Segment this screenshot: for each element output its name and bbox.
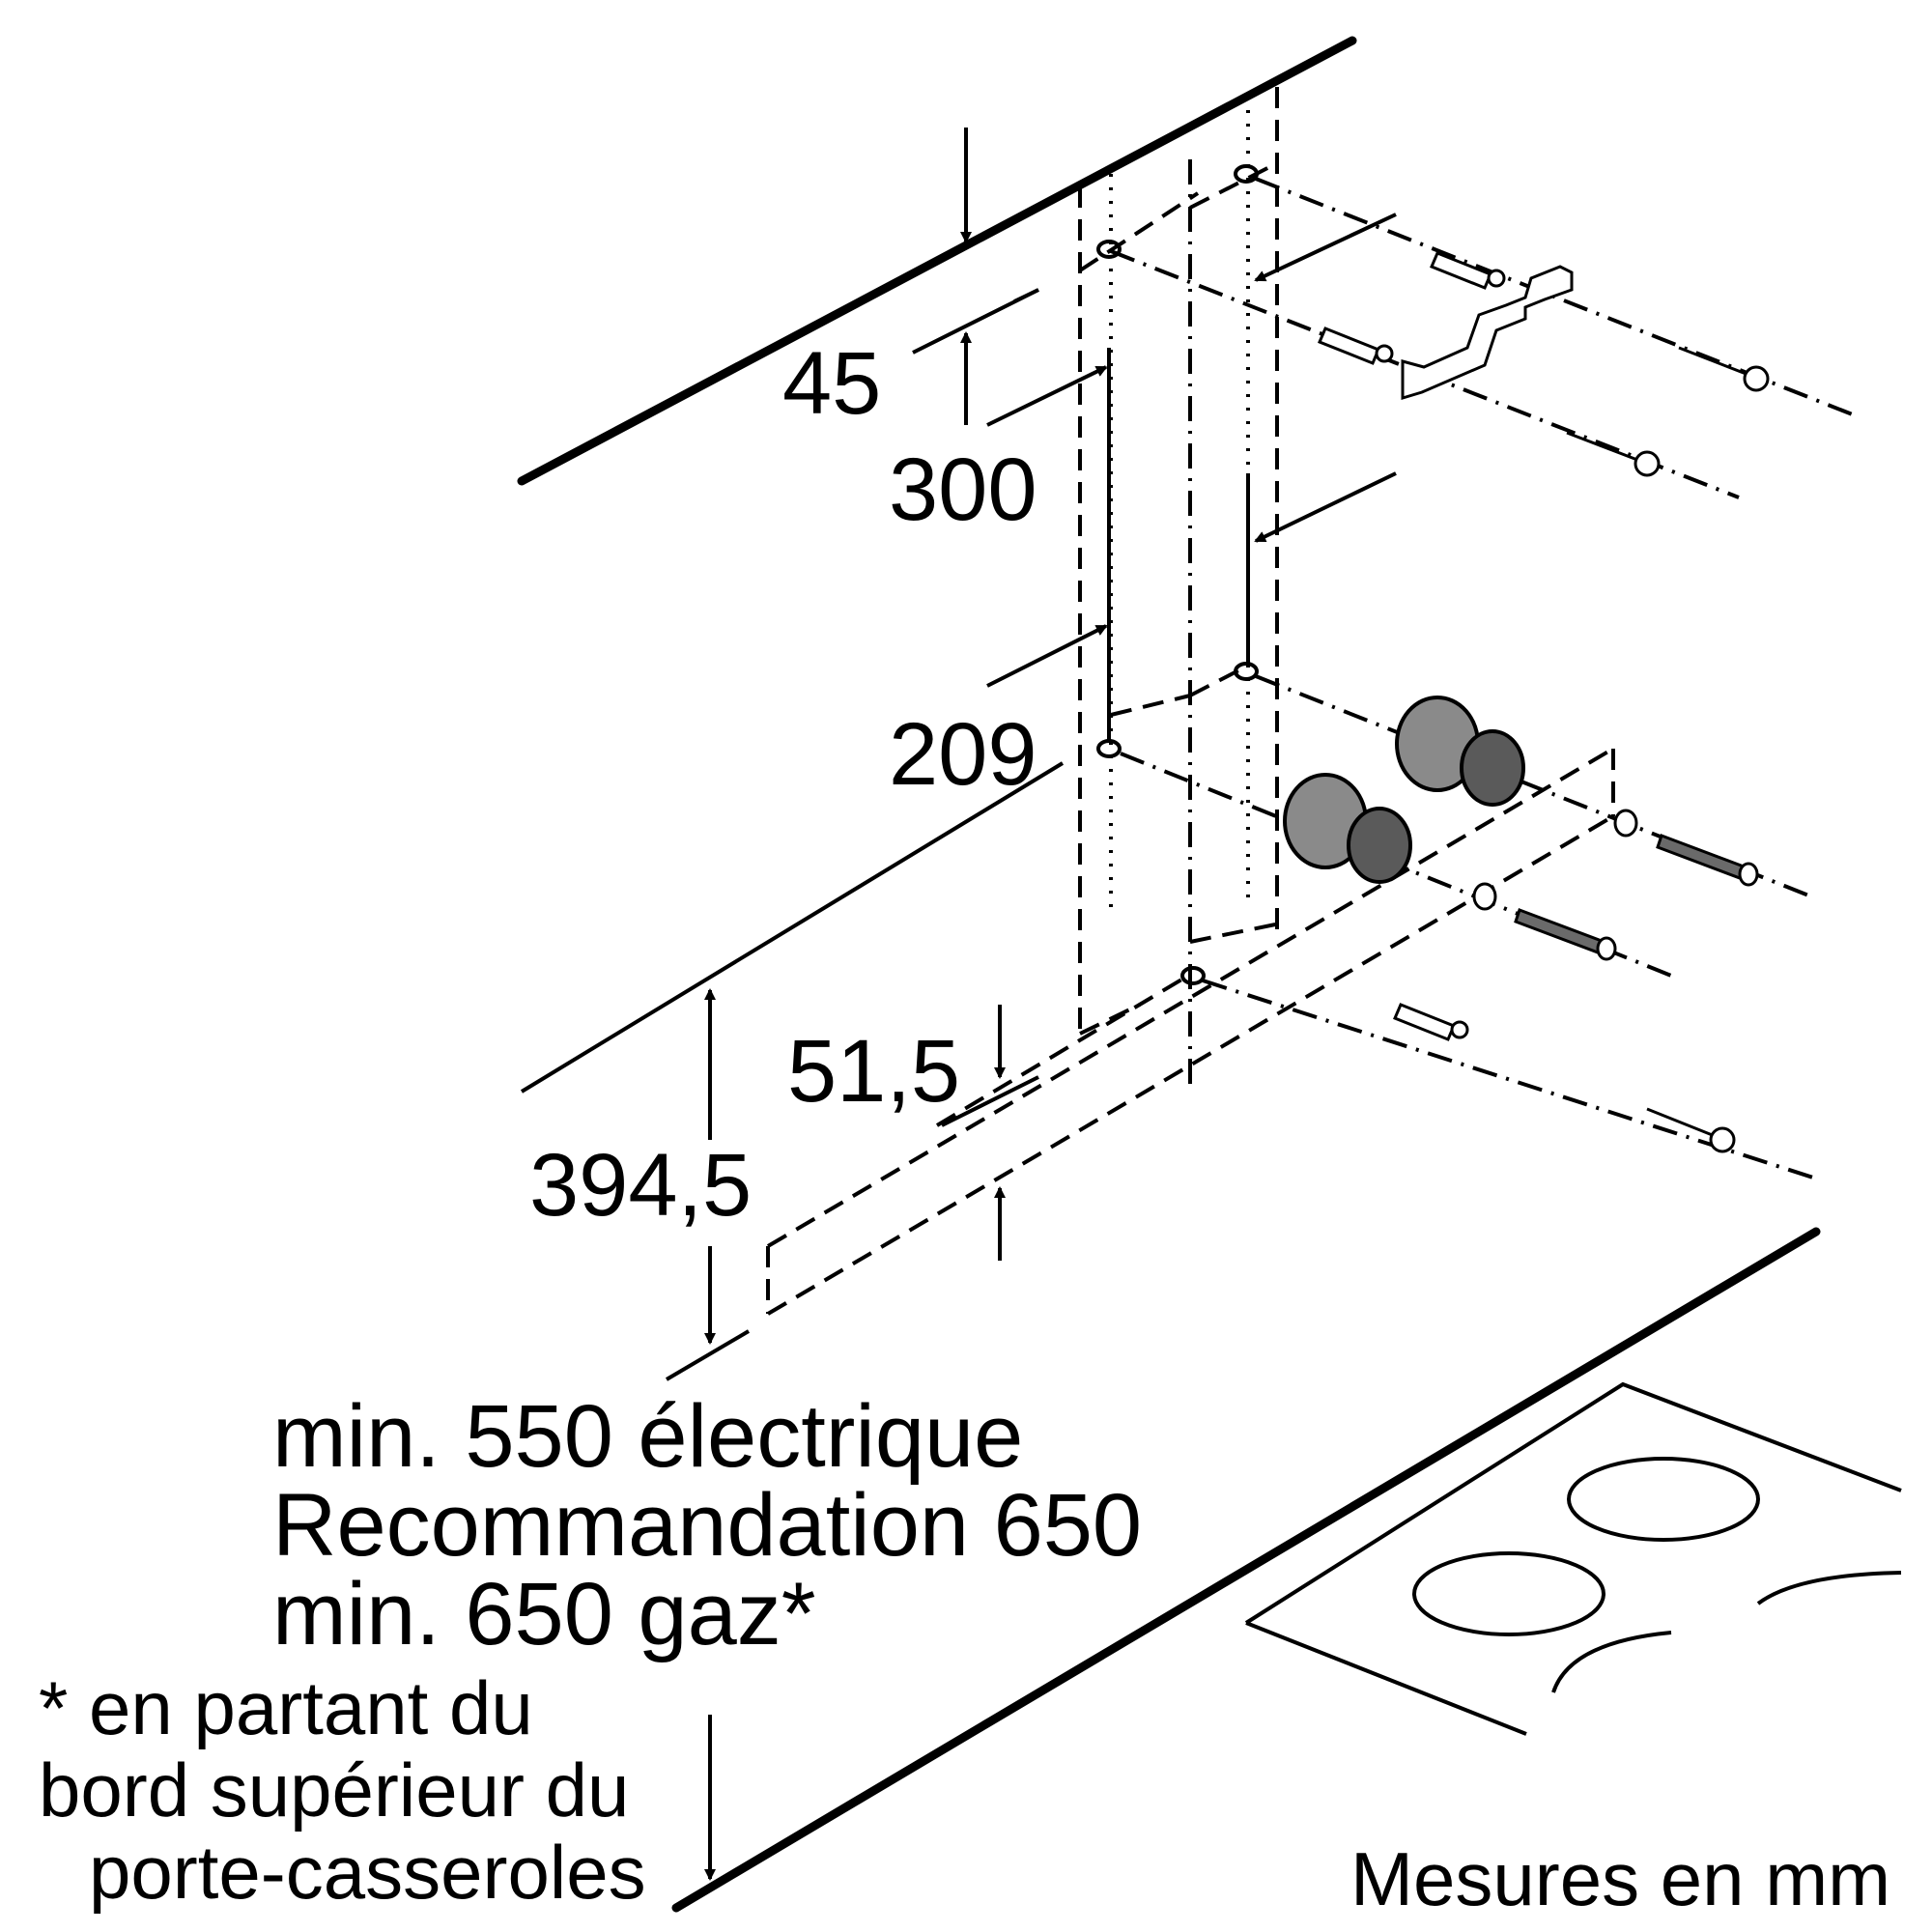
- fixing-holes: [1096, 164, 1259, 985]
- hood-bottom-edge: [520, 761, 1065, 1094]
- dimension-394-5-label: 394,5: [529, 1136, 752, 1235]
- cooktop-icon: [1244, 1381, 1902, 1736]
- dimension-209-label: 209: [889, 705, 1037, 804]
- lower-reference-line: [665, 1329, 751, 1381]
- bracket-icon: [1401, 265, 1574, 401]
- clearance-note-electric: min. 550 électrique: [272, 1387, 1023, 1486]
- dimension-209: [1246, 213, 1397, 667]
- dimension-300: [986, 348, 1111, 742]
- washer-icon: [1472, 809, 1638, 911]
- dimension-51-5-label: 51,5: [787, 1022, 960, 1121]
- units-label: Mesures en mm: [1350, 1836, 1890, 1921]
- worktop-line: [671, 1227, 1821, 1913]
- dimension-300-label: 300: [889, 440, 1037, 539]
- wall-plug-icon: [1318, 251, 1506, 1041]
- screw-icon: [1566, 346, 1770, 1153]
- dimension-45-label: 45: [782, 334, 881, 433]
- dimension-51-5: [941, 1005, 1039, 1261]
- footnote-line-2: bord supérieur du: [39, 1747, 629, 1833]
- dimension-45: [912, 128, 1039, 425]
- clearance-note-gas: min. 650 gaz*: [272, 1565, 816, 1663]
- footnote-line-3: porte-casseroles: [89, 1830, 646, 1915]
- spacer-icon: [1283, 696, 1525, 884]
- bolt-icon: [1514, 834, 1759, 961]
- clearance-note-recommendation: Recommandation 650: [272, 1476, 1142, 1575]
- ceiling-line: [517, 36, 1357, 486]
- footnote-line-1: * en partant du: [39, 1665, 533, 1750]
